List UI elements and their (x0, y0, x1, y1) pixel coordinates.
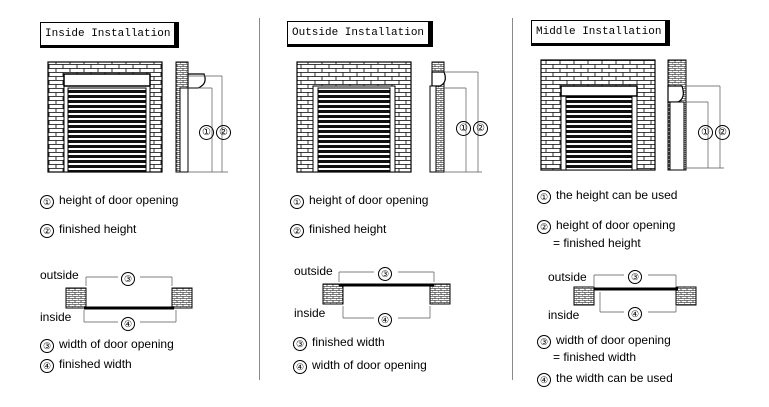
separator-2 (512, 18, 513, 380)
panel-2-plan-view (322, 271, 451, 319)
panel-3-outside-label: outside (548, 270, 587, 284)
title-inside-installation: Inside Installation (40, 22, 180, 48)
panel-3-front-view (540, 59, 656, 171)
panel-1-front-view (47, 61, 163, 173)
height-num-2: ② (715, 125, 730, 140)
legend-num: ② (290, 224, 304, 238)
legend-num: ② (40, 224, 54, 238)
legend-num: ④ (293, 360, 307, 374)
legend-text: the width can be used (556, 371, 673, 385)
title-middle-installation: Middle Installation (531, 20, 671, 46)
legend-text: height of door opening (556, 218, 676, 232)
height-num-2: ② (473, 121, 488, 136)
panel-2-front-view (296, 61, 412, 173)
panel-1-dim-4: ④ (121, 315, 140, 331)
panel-3-legend-4: ④ the width can be used (537, 371, 673, 387)
panel-2-inside-label: inside (294, 306, 326, 320)
panel-2-side-section (429, 61, 482, 173)
legend-text: height of door opening (309, 193, 429, 207)
panel-2-legend-2: ② finished height (290, 222, 386, 238)
panel-3-inside-label: inside (548, 308, 580, 322)
legend-num: ① (290, 195, 304, 209)
panel-3-legend-3-sub: = finished width (553, 350, 637, 364)
panel-3-plan-view (573, 274, 697, 313)
legend-text: the height can be used (556, 188, 678, 202)
panel-1-plan-view (65, 276, 193, 323)
height-num-2: ② (216, 125, 231, 140)
legend-text: width of door opening (556, 333, 671, 347)
panel-1-outside-label: outside (40, 268, 79, 282)
separator-1 (259, 18, 260, 380)
panel-1-legend-3: ③ width of door opening (40, 337, 174, 353)
panel-1-legend-2: ② finished height (40, 222, 136, 238)
panel-2-dim-3: ③ (378, 265, 397, 281)
panel-2-legend-1: ① height of door opening (290, 193, 428, 209)
panel-2-legend-4: ④ width of door opening (293, 358, 427, 374)
panel-3-side-section (667, 59, 724, 171)
panel-2-dim-4: ④ (378, 311, 397, 327)
panel-1-legend-1: ① height of door opening (40, 193, 178, 209)
panel-3-dim-3: ③ (628, 268, 647, 284)
legend-text: finished width (312, 335, 385, 349)
legend-num: ① (537, 190, 551, 204)
legend-text: finished height (309, 222, 387, 236)
legend-num: ③ (40, 339, 54, 353)
height-num-1: ① (456, 121, 471, 136)
panel-3-legend-3: ③ width of door opening (537, 333, 671, 349)
legend-text: height of door opening (59, 193, 179, 207)
panel-1-legend-4: ④ finished width (40, 357, 132, 373)
panel-1-inside-label: inside (40, 310, 72, 324)
legend-num: ③ (537, 335, 551, 349)
height-num-1: ① (698, 125, 713, 140)
legend-num: ③ (293, 337, 307, 351)
panel-3-legend-2-sub: = finished height (553, 236, 641, 250)
title-outside-installation: Outside Installation (287, 21, 434, 47)
height-num-1: ① (199, 125, 214, 140)
legend-text: width of door opening (312, 358, 427, 372)
panel-1-dim-3: ③ (121, 270, 140, 286)
panel-3-legend-2: ② height of door opening (537, 218, 675, 234)
panel-3-legend-1: ① the height can be used (537, 188, 677, 204)
legend-text: width of door opening (59, 337, 174, 351)
legend-text: finished height (59, 222, 137, 236)
legend-num: ④ (40, 359, 54, 373)
panel-2-legend-3: ③ finished width (293, 335, 385, 351)
legend-num: ① (40, 195, 54, 209)
legend-num: ④ (537, 373, 551, 387)
panel-1-side-section (175, 61, 228, 173)
legend-num: ② (537, 220, 551, 234)
panel-2-outside-label: outside (294, 264, 333, 278)
legend-text: finished width (59, 357, 132, 371)
panel-3-dim-4: ④ (628, 305, 647, 321)
